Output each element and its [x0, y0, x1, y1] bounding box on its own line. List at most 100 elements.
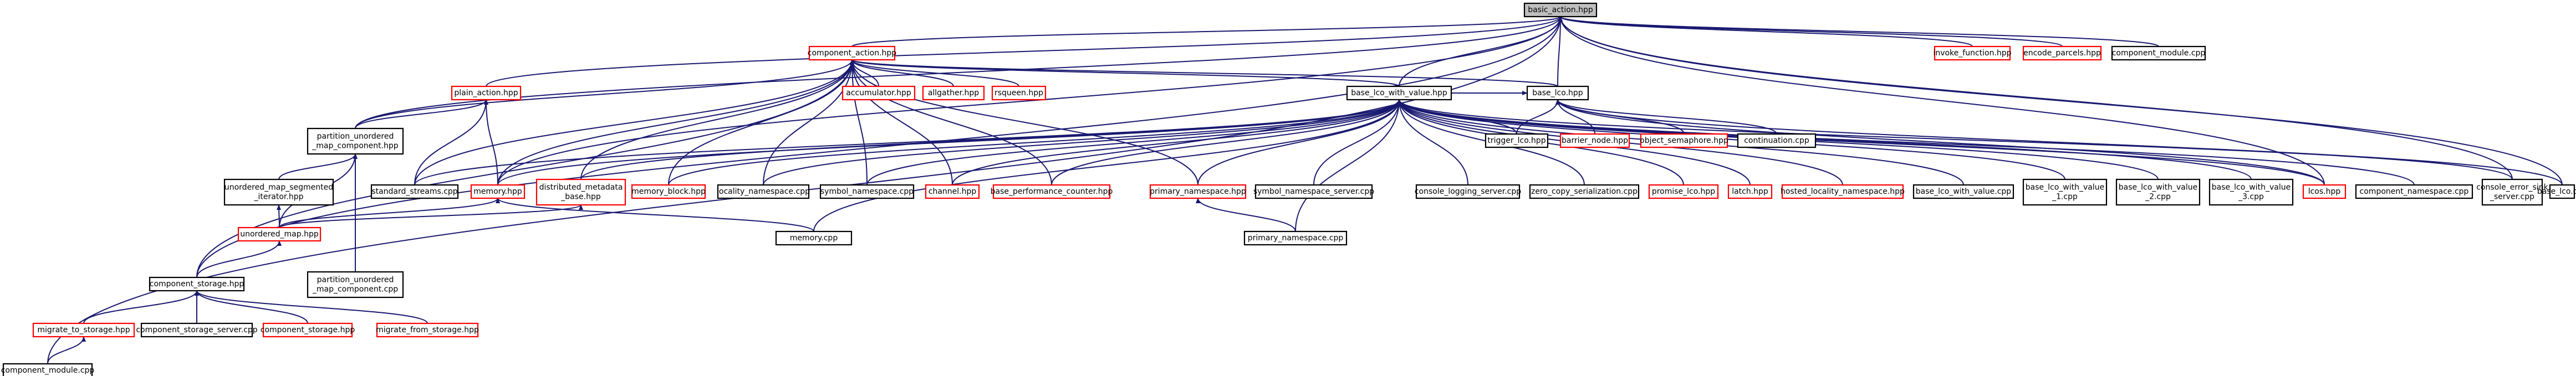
file-node-component-action[interactable]: component_action.hpp	[808, 45, 897, 61]
file-node-distributed-metadata-base[interactable]: distributed_metadata_base.hpp	[535, 178, 626, 206]
file-node-object-semaphore[interactable]: object_semaphore.hpp	[1640, 133, 1728, 148]
include-edge	[279, 198, 500, 228]
include-edge	[1397, 99, 2513, 180]
file-node-plain-action[interactable]: plain_action.hpp	[451, 85, 522, 101]
file-node-label: partition_unordered	[317, 276, 394, 285]
file-node-basic-action[interactable]: basic_action.hpp	[1523, 2, 1598, 18]
file-node-memory-block[interactable]: memory_block.hpp	[631, 184, 706, 199]
file-node-trigger-lco[interactable]: trigger_lco.hpp	[1485, 133, 1549, 148]
file-node-console-error-sink-server[interactable]: console_error_sink_server.cpp	[2476, 178, 2549, 206]
file-node-base-lco[interactable]: base_lco.hpp	[1526, 85, 1589, 101]
file-node-unordered-map-segmented-iterator[interactable]: unordered_map_segmented_iterator.hpp	[223, 178, 334, 206]
file-node-component-storage-hpp2[interactable]: component_storage.hpp	[261, 322, 355, 338]
file-node-label: base_lco_with_value	[2212, 183, 2291, 192]
include-edge	[1558, 16, 2563, 186]
file-node-console-logging-server[interactable]: console_logging_server.cpp	[1415, 184, 1521, 199]
file-node-migrate-from-storage[interactable]: migrate_from_storage.hpp	[376, 322, 479, 338]
file-node-box	[2481, 178, 2543, 206]
include-edge	[866, 99, 1401, 186]
file-node-migrate-to-storage[interactable]: migrate_to_storage.hpp	[32, 322, 135, 338]
file-node-box	[262, 322, 353, 338]
file-node-base-lco-with-value-cpp[interactable]: base_lco_with_value.cpp	[1912, 184, 2014, 199]
file-node-base-lco-with-value[interactable]: base_lco_with_value.hpp	[1346, 85, 1452, 101]
file-node-box	[2022, 178, 2108, 206]
file-node-memory[interactable]: memory.hpp	[470, 184, 526, 199]
file-node-barrier-node[interactable]: barrier_node.hpp	[1559, 133, 1630, 148]
file-node-box	[1485, 133, 1549, 148]
file-node-standard-streams[interactable]: standard_streams.cpp	[370, 184, 459, 199]
include-edge	[278, 153, 358, 180]
include-edge	[47, 336, 86, 364]
include-edge	[850, 59, 1198, 186]
file-node-box	[1149, 184, 1247, 199]
file-node-label: object_semaphore.hpp	[1640, 136, 1728, 145]
include-edge	[486, 16, 1563, 87]
file-node-invoke-function[interactable]: invoke_function.hpp	[1933, 45, 2012, 61]
file-node-channel[interactable]: channel.hpp	[925, 184, 980, 199]
include-edge	[1558, 16, 1973, 47]
file-node-label: primary_namespace.hpp	[1150, 187, 1246, 196]
include-edge	[1397, 99, 1468, 186]
file-node-base-lco-with-value-3[interactable]: base_lco_with_value_3.cpp	[2208, 178, 2294, 206]
file-node-box	[1243, 230, 1348, 246]
file-node-component-storage[interactable]: component_storage.hpp	[149, 276, 245, 292]
file-node-symbol-namespace[interactable]: symbol_namespace.cpp	[819, 184, 915, 199]
file-node-label: migrate_to_storage.hpp	[37, 326, 130, 334]
file-node-component-module-cpp-top[interactable]: component_module.cpp	[2111, 45, 2206, 61]
file-node-label: console_logging_server.cpp	[1415, 187, 1521, 196]
include-edge	[1555, 99, 2325, 186]
include-edge	[1557, 16, 1563, 87]
file-node-box	[1523, 2, 1598, 18]
file-node-allgather[interactable]: allgather.hpp	[922, 85, 985, 101]
file-node-box	[1737, 133, 1817, 148]
file-node-box	[1526, 85, 1589, 101]
file-node-base-performance-counter[interactable]: base_performance_counter.hpp	[991, 184, 1113, 199]
file-node-box	[925, 184, 980, 199]
file-node-hosted-locality-namespace[interactable]: hosted_locality_namespace.hpp	[1781, 184, 1905, 199]
file-node-accumulator[interactable]: accumulator.hpp	[841, 85, 916, 101]
file-node-primary-namespace-cpp[interactable]: primary_namespace.cpp	[1243, 230, 1348, 246]
file-node-box	[149, 276, 245, 292]
file-node-promise-lco[interactable]: promise_lco.hpp	[1648, 184, 1719, 199]
file-node-partition-unordered-map-cpp[interactable]: partition_unordered_map_component.cpp	[307, 271, 404, 298]
file-node-component-namespace[interactable]: component_namespace.cpp	[2355, 184, 2473, 199]
file-node-partition-unordered-map[interactable]: partition_unordered_map_component.hpp	[307, 127, 404, 155]
include-edge	[355, 99, 488, 129]
file-node-box	[451, 85, 522, 101]
file-node-label: migrate_from_storage.hpp	[376, 326, 479, 334]
file-node-label: memory.cpp	[790, 234, 838, 243]
include-edge	[1558, 16, 2063, 47]
file-node-box	[140, 322, 253, 338]
file-node-base-lco-with-value-2[interactable]: base_lco_with_value_2.cpp	[2115, 178, 2201, 206]
file-node-zero-copy-serialization[interactable]: zero_copy_serialization.cpp	[1529, 184, 1640, 199]
file-node-primary-namespace-hpp[interactable]: primary_namespace.hpp	[1149, 184, 1247, 199]
include-edge	[414, 59, 854, 186]
file-node-label: console_error_sink	[2476, 183, 2548, 192]
file-node-base-lco-cpp[interactable]: base_lco.cpp	[2537, 184, 2576, 199]
file-node-label: base_performance_counter.hpp	[991, 187, 1113, 196]
file-node-locality-namespace[interactable]: locality_namespace.cpp	[717, 184, 810, 199]
file-node-box	[2355, 184, 2473, 199]
file-node-label: _3.cpp	[2238, 193, 2264, 202]
file-node-symbol-namespace-server[interactable]: symbol_namespace_server.cpp	[1253, 184, 1374, 199]
include-edge	[1555, 99, 2563, 186]
file-node-unordered-map[interactable]: unordered_map.hpp	[237, 226, 322, 242]
file-node-box	[376, 322, 479, 338]
file-node-box	[808, 45, 896, 61]
include-edge	[196, 240, 282, 278]
file-node-memory-cpp[interactable]: memory.cpp	[775, 230, 853, 246]
file-node-latch[interactable]: latch.hpp	[1727, 184, 1773, 199]
file-node-component-module-cpp-bottom[interactable]: component_module.cpp	[1, 363, 95, 376]
include-edge	[850, 59, 1558, 87]
file-node-lcos[interactable]: lcos.hpp	[2302, 184, 2347, 199]
file-node-encode-parcels[interactable]: encode_parcels.hpp	[2022, 45, 2102, 61]
include-edge	[195, 290, 428, 324]
file-node-label: component_namespace.cpp	[2360, 187, 2469, 196]
file-node-label: component_storage.hpp	[261, 326, 355, 334]
file-node-continuation[interactable]: continuation.cpp	[1737, 133, 1817, 148]
file-node-base-lco-with-value-1[interactable]: base_lco_with_value_1.cpp	[2022, 178, 2108, 206]
file-node-box	[775, 230, 853, 246]
file-node-component-storage-server[interactable]: component_storage_server.cpp	[136, 322, 258, 338]
file-node-rsqueen[interactable]: rsqueen.hpp	[991, 85, 1047, 101]
